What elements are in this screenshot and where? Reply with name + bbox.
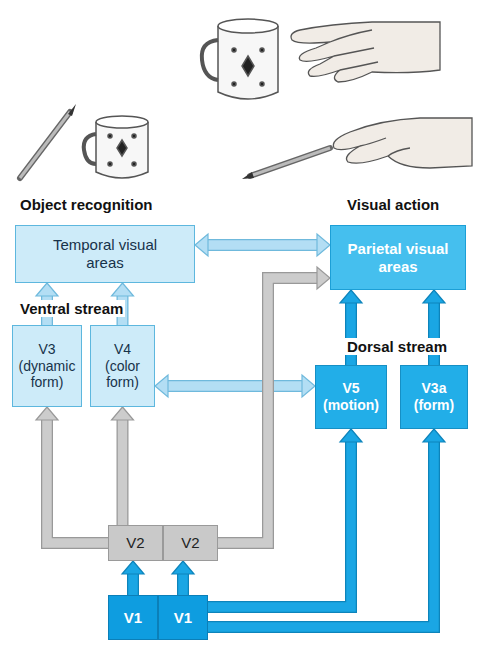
arrow-shaft [208, 442, 351, 607]
node-text: V3a (form) [405, 380, 463, 414]
arrow-head [340, 290, 362, 303]
arrow-head [340, 429, 362, 442]
visual-area-box: V3a (form) [400, 365, 468, 429]
arrow-head [172, 561, 194, 574]
arrow-head [195, 234, 208, 256]
pathway-arrow [155, 375, 315, 397]
node-text: Parietal visual areas [339, 240, 457, 276]
pathway-arrow [36, 407, 108, 543]
arrow-shaft [208, 442, 434, 627]
pathway-arrow [208, 429, 362, 607]
arrow-head [36, 283, 58, 296]
pathway-arrow [218, 267, 330, 543]
stream-label: Dorsal stream [345, 338, 449, 355]
v1-box: V1 [158, 595, 208, 640]
arrow-shaft [429, 303, 439, 365]
arrow-head [112, 407, 134, 420]
pathway-arrow [112, 407, 134, 525]
arrow-outline [177, 574, 189, 595]
v2-box: V2 [163, 525, 218, 561]
arrow-shaft [168, 381, 302, 391]
arrow-outline [208, 442, 351, 607]
area-box: Temporal visual areas [15, 225, 195, 283]
arrow-shaft [128, 574, 138, 595]
arrow-shaft [118, 420, 128, 525]
mug-top [202, 19, 278, 99]
arrow-outline [127, 574, 139, 595]
node-text: V2 [126, 534, 144, 552]
arrow-head [317, 234, 330, 256]
node-text: V5 (motion) [320, 380, 382, 414]
arrow-shaft [218, 278, 317, 543]
pathway-arrow [195, 234, 330, 256]
arrow-outline [345, 303, 357, 365]
stream-label: Ventral stream [18, 300, 125, 317]
pathway-arrow [172, 561, 194, 595]
pen-right [242, 148, 330, 179]
area-box: Parietal visual areas [330, 225, 466, 290]
node-text: V4 (color form) [95, 341, 150, 391]
arrow-head [302, 375, 315, 397]
open-hand [291, 22, 440, 82]
node-text: V3 (dynamic form) [17, 341, 77, 391]
arrow-head [122, 561, 144, 574]
arrow-head [36, 407, 58, 420]
arrow-head [423, 290, 445, 303]
arrow-head [155, 375, 168, 397]
arrow-shaft [208, 240, 317, 250]
arrow-outline [428, 303, 440, 365]
arrow-shaft [47, 420, 108, 543]
mug-left [84, 116, 148, 178]
node-text: V1 [174, 609, 192, 627]
grasping-hand [333, 118, 472, 168]
stream-label: Object recognition [18, 196, 155, 213]
arrow-head [112, 283, 134, 296]
node-text: V2 [181, 534, 199, 552]
pen-left [20, 104, 76, 178]
arrow-outline [208, 442, 434, 627]
pathway-arrow [122, 561, 144, 595]
arrow-shaft [178, 574, 188, 595]
arrow-head [423, 429, 445, 442]
visual-area-box: V5 (motion) [315, 365, 387, 429]
arrow-outline [47, 420, 108, 543]
pathway-arrow [208, 429, 445, 627]
v1-box: V1 [108, 595, 158, 640]
v2-box: V2 [108, 525, 163, 561]
arrow-outline [168, 380, 302, 392]
arrow-outline [117, 420, 129, 525]
visual-area-box: V4 (color form) [90, 325, 155, 407]
visual-area-box: V3 (dynamic form) [12, 325, 82, 407]
arrow-outline [208, 239, 317, 251]
node-text: V1 [124, 609, 142, 627]
arrow-head [317, 267, 330, 289]
stream-label: Visual action [345, 196, 441, 213]
arrow-shaft [346, 303, 356, 365]
node-text: Temporal visual areas [36, 236, 174, 272]
arrow-outline [218, 278, 317, 543]
